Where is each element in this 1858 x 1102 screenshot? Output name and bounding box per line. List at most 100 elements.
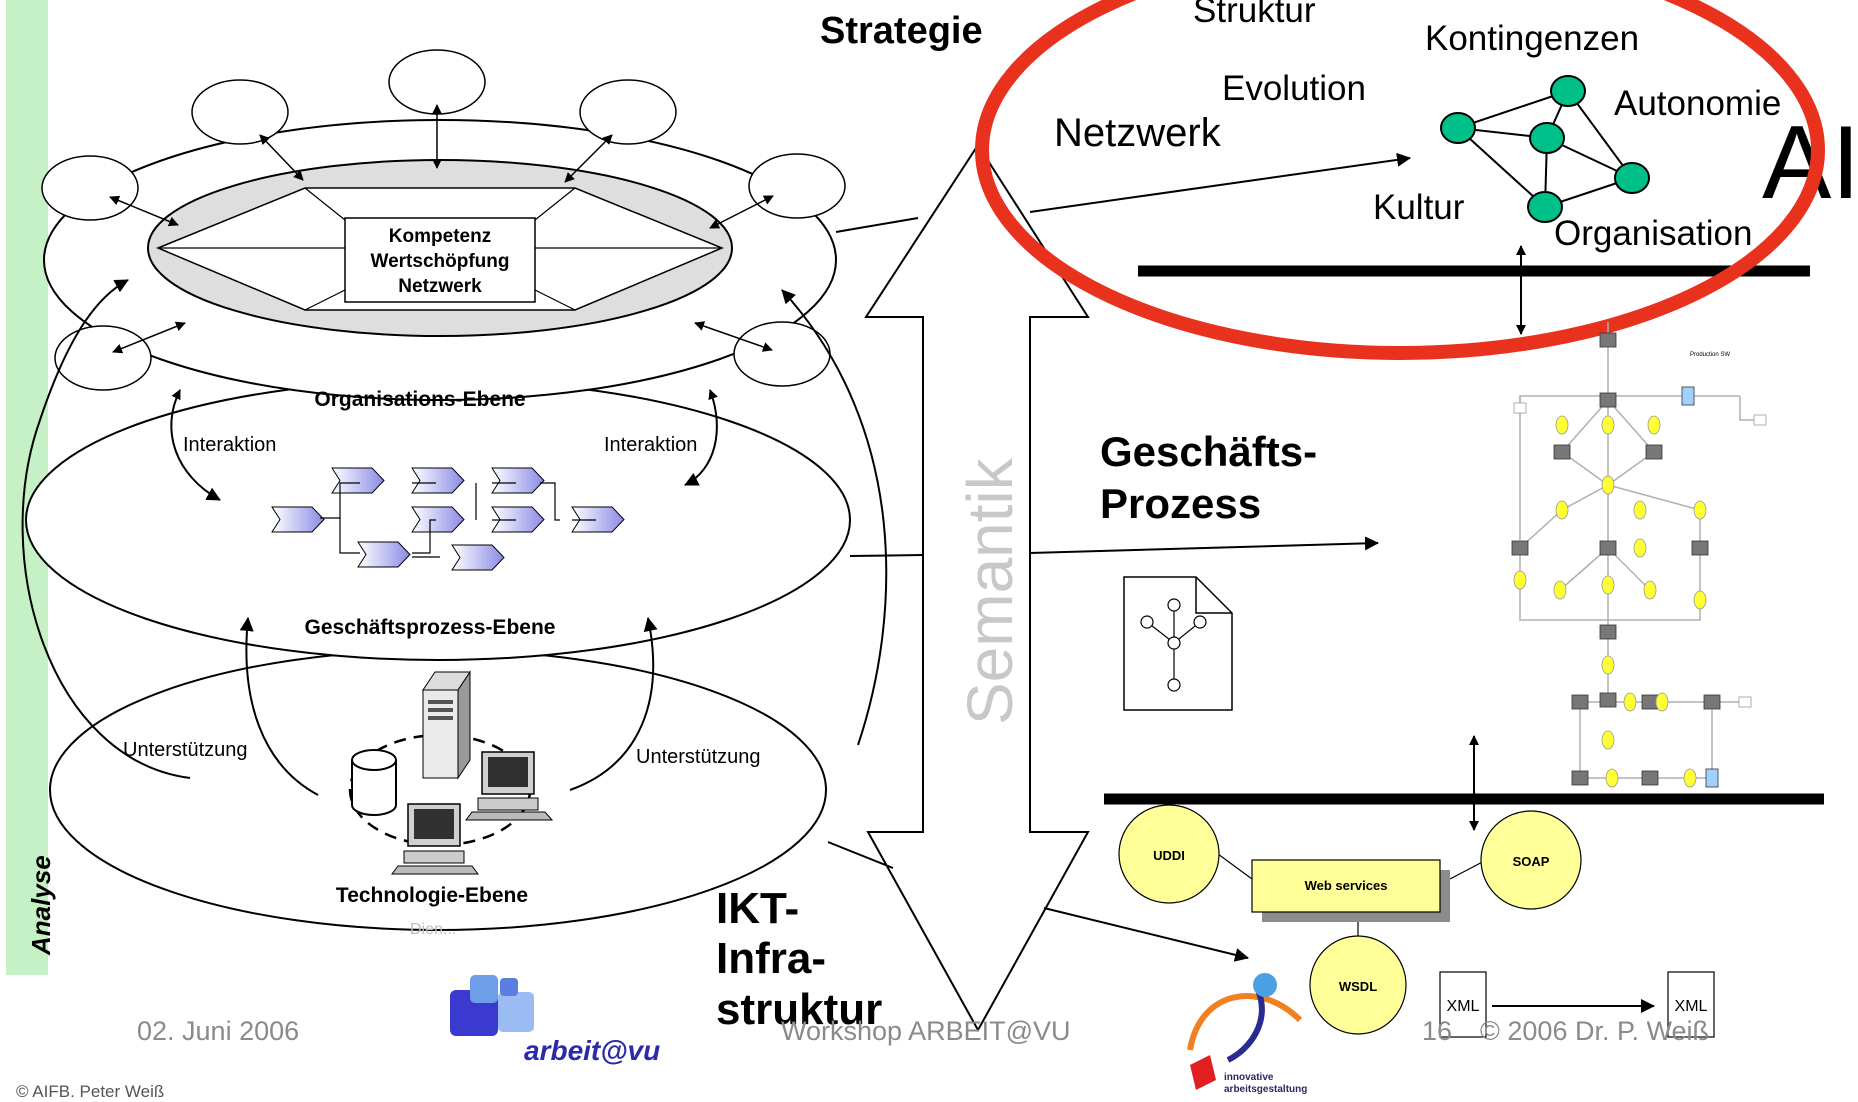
production-task <box>1599 692 1617 708</box>
strategy-label: Strategie <box>820 10 983 52</box>
uddi-bubble <box>1118 804 1220 904</box>
soap-bubble <box>1480 810 1582 910</box>
production-endpoint <box>1753 414 1767 426</box>
organisation-level-label: Organisations-Ebene <box>314 388 525 411</box>
production-task <box>1641 770 1659 786</box>
term-evolution: Evolution <box>1222 69 1366 108</box>
interaction-right-label: Interaktion <box>604 434 697 456</box>
production-event <box>1553 580 1567 600</box>
competence-box <box>344 217 536 303</box>
xml-left-label: XML <box>1447 998 1480 1015</box>
production-event <box>1693 590 1707 610</box>
sidebar-label: Analyse <box>26 855 56 956</box>
database-icon <box>351 749 397 816</box>
process-chevron <box>411 506 465 533</box>
process-chevron <box>271 506 325 533</box>
core-line-2: Wertschöpfung <box>371 251 510 272</box>
process-chevrons <box>271 467 625 571</box>
network-node <box>1527 191 1563 223</box>
production-store <box>1681 386 1695 406</box>
production-event <box>1643 580 1657 600</box>
network-node <box>1614 162 1650 194</box>
strategy-terms: Struktur Kontingenzen Evolution Autonomi… <box>1054 0 1781 253</box>
production-task <box>1599 392 1617 408</box>
term-kontingenzen: Kontingenzen <box>1425 19 1639 58</box>
production-task <box>1599 624 1617 640</box>
innovative-logo: innovative arbeitsgestaltung <box>1187 973 1307 1095</box>
process-title-1: Geschäfts- <box>1100 428 1317 475</box>
process-link-arrow <box>1029 536 1379 554</box>
production-endpoint <box>1513 402 1527 414</box>
process-link <box>849 554 924 557</box>
interaction-left-label: Interaktion <box>183 434 276 456</box>
production-event <box>1683 768 1697 788</box>
actor-node <box>388 49 486 115</box>
strategy-link <box>835 217 919 233</box>
wsdl-label: WSDL <box>1339 979 1377 994</box>
support-left-label: Unterstützung <box>123 739 248 761</box>
production-task <box>1599 332 1617 348</box>
footer-date: 02. Juni 2006 <box>137 1016 299 1046</box>
production-endpoint <box>1738 696 1752 708</box>
footer-page: 16 <box>1422 1016 1452 1046</box>
production-task <box>1691 540 1709 556</box>
interaction-left-arrow <box>170 389 221 501</box>
production-event <box>1513 570 1527 590</box>
wsdl-bubble <box>1309 935 1407 1035</box>
actor-node <box>579 79 677 145</box>
server-icon <box>422 670 471 780</box>
production-event <box>1601 730 1615 750</box>
network-node <box>1529 122 1565 154</box>
footer-workshop: Workshop ARBEIT@VU <box>781 1016 1071 1046</box>
support-right-arrow <box>569 617 658 791</box>
production-task <box>1511 540 1529 556</box>
production-event <box>1605 768 1619 788</box>
process-chevron <box>491 467 545 494</box>
interaction-right-arrow <box>684 389 718 486</box>
uddi-label: UDDI <box>1153 848 1185 863</box>
production-diagram-title: Production SW <box>1690 352 1730 358</box>
ict-line-1: IKT- <box>716 884 799 933</box>
xml-right-label: XML <box>1675 998 1708 1015</box>
term-organisation: Organisation <box>1554 214 1752 253</box>
support-outer-left-arrow <box>21 279 191 779</box>
technology-partial-label: Dien... <box>410 921 456 938</box>
production-event <box>1555 500 1569 520</box>
actor-arrows <box>109 104 774 354</box>
strategy-link-arrow <box>1029 152 1411 213</box>
process-chevron <box>331 467 385 494</box>
process-chevron <box>451 544 505 571</box>
term-kultur: Kultur <box>1373 188 1465 227</box>
actor-node <box>748 153 846 219</box>
production-task <box>1703 694 1721 710</box>
actor-node <box>54 325 152 391</box>
support-left-arrow <box>239 617 319 796</box>
soap-label: SOAP <box>1513 854 1550 869</box>
semantic-label: Semantik <box>954 457 1026 725</box>
term-autonomie: Autonomie <box>1614 84 1781 123</box>
technology-level-label: Technologie-Ebene <box>336 884 528 907</box>
ict-link <box>827 841 894 869</box>
arbeit-vu-text: arbeit@vu <box>524 1035 660 1066</box>
process-chevron <box>411 467 465 494</box>
web-services-label: Web services <box>1305 878 1388 893</box>
support-right-label: Unterstützung <box>636 746 761 768</box>
xml-doc-right <box>1667 971 1715 1038</box>
ict-line-3: struktur <box>716 985 882 1034</box>
core-line-1: Kompetenz <box>389 226 491 247</box>
production-event <box>1633 538 1647 558</box>
production-event <box>1555 415 1569 435</box>
web-services-box <box>1251 859 1441 913</box>
footer-org-copyright: © AIFB, Peter Weiß <box>16 1082 164 1097</box>
actor-node <box>41 155 139 221</box>
production-task <box>1599 540 1617 556</box>
process-connectors <box>320 482 596 558</box>
production-diagram-edges <box>1519 322 1760 779</box>
xml-doc-left <box>1439 971 1487 1038</box>
computer-icon-bottom <box>391 803 479 875</box>
core-line-3: Netzwerk <box>398 276 482 297</box>
production-event <box>1601 415 1615 435</box>
term-struktur: Struktur <box>1193 0 1316 30</box>
production-event <box>1647 415 1661 435</box>
